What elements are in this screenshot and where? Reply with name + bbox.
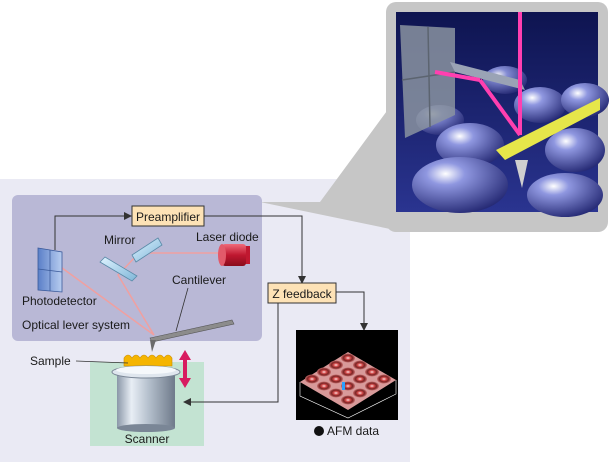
laser-diode-label: Laser diode (196, 230, 259, 244)
cantilever-icon (149, 319, 235, 352)
afm-surface-bump (377, 374, 391, 384)
preamplifier-box: Preamplifier (131, 205, 205, 227)
mirror-label: Mirror (104, 233, 135, 247)
afm-surface-bump (341, 353, 355, 363)
cantilever-icon (496, 98, 600, 160)
sample-leader-line (75, 360, 129, 364)
cantilever-label: Cantilever (172, 273, 226, 287)
afm-surface-bump (305, 374, 319, 384)
laser-beam-icon (434, 12, 522, 137)
laser-beam-path (57, 252, 235, 336)
afm-surface-bump (329, 388, 343, 398)
afm-surface-bump (341, 367, 355, 377)
afm-surface-bump (353, 374, 367, 384)
photodetector-label: Photodetector (22, 294, 97, 308)
wire-detector-to-preamp (54, 212, 132, 250)
zoom-inset (386, 2, 609, 232)
afm-surface-bump (341, 395, 355, 405)
afm-surface-bump (317, 367, 331, 377)
wire-feedback-to-afm (336, 291, 368, 331)
optical-lever-box (12, 195, 262, 341)
bullet-icon (314, 426, 324, 436)
wire-feedback-to-scanner (183, 300, 279, 406)
cantilever-leader-line (175, 287, 189, 332)
tip-icon (515, 160, 528, 188)
afm-surface-bump (353, 388, 367, 398)
zoom-connector (260, 100, 395, 230)
z-feedback-box: Z feedback (267, 282, 337, 304)
wire-preamp-to-feedback (204, 215, 306, 284)
z-feedback-label: Z feedback (272, 287, 332, 301)
afm-surface-bump (365, 381, 379, 391)
optical-lever-label: Optical lever system (22, 318, 130, 332)
afm-surface-bump (353, 360, 367, 370)
preamplifier-label: Preamplifier (136, 210, 200, 224)
afm-surface-bump (365, 367, 379, 377)
afm-data-label: AFM data (327, 424, 379, 438)
mirror-icon (99, 237, 163, 282)
photodetector-icon (37, 247, 63, 293)
sample-label: Sample (30, 354, 71, 368)
signal-wires (54, 212, 368, 406)
mirror-icon (450, 62, 525, 90)
scanner-cylinder-icon (111, 365, 181, 432)
afm-surface-bump (329, 374, 343, 384)
double-arrow-icon (179, 350, 191, 388)
laser-diode-icon (218, 244, 250, 266)
sample-icon (123, 354, 173, 367)
afm-surface-bump (329, 360, 343, 370)
afm-image-icon (296, 330, 398, 420)
scanner-label: Scanner (125, 432, 170, 446)
afm-surface-bump (317, 381, 331, 391)
